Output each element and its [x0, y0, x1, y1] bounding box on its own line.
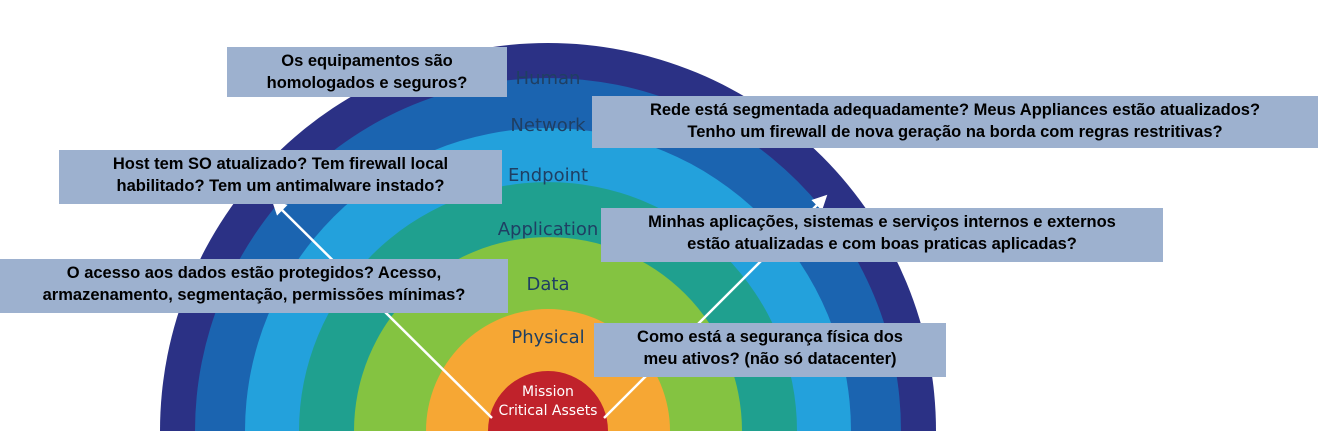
layer-label-human: Human — [516, 68, 581, 89]
callout-application-line2: estão atualizadas e com boas praticas ap… — [687, 235, 1077, 253]
callout-physical-line1: Como está a segurança física dos — [637, 328, 903, 346]
core-label-line2: Critical Assets — [499, 403, 598, 419]
layer-label-endpoint: Endpoint — [508, 165, 588, 186]
callout-human: Os equipamentos são homologados e seguro… — [227, 47, 507, 97]
layer-label-physical: Physical — [511, 327, 584, 348]
layer-label-application: Application — [498, 219, 599, 240]
callout-human-line2: homologados e seguros? — [266, 74, 468, 92]
callout-application-line1: Minhas aplicações, sistemas e serviços i… — [648, 213, 1116, 231]
callout-endpoint-line1: Host tem SO atualizado? Tem firewall loc… — [112, 155, 449, 173]
layer-core-mission-critical-assets — [488, 371, 608, 431]
callout-physical-line2: meu ativos? (não só datacenter) — [643, 350, 897, 368]
callout-network-line1: Rede está segmentada adequadamente? Meus… — [649, 101, 1261, 119]
callout-data-line1: O acesso aos dados estão protegidos? Ace… — [66, 264, 442, 282]
callout-endpoint: Host tem SO atualizado? Tem firewall loc… — [59, 150, 502, 204]
callout-network: Rede está segmentada adequadamente? Meus… — [592, 96, 1318, 148]
core-label-line1: Mission — [522, 384, 574, 400]
layer-label-data: Data — [527, 274, 570, 295]
callout-physical: Como está a segurança física dos meu ati… — [594, 323, 946, 377]
callout-human-line1: Os equipamentos são — [281, 52, 453, 70]
callout-application: Minhas aplicações, sistemas e serviços i… — [601, 208, 1163, 262]
callout-data: O acesso aos dados estão protegidos? Ace… — [0, 259, 508, 313]
callout-network-line2: Tenho um firewall de nova geração na bor… — [687, 123, 1223, 141]
callout-endpoint-line2: habilitado? Tem um antimalware instado? — [116, 177, 445, 195]
layer-label-network: Network — [510, 115, 586, 136]
callout-data-line2: armazenamento, segmentação, permissões m… — [42, 286, 466, 304]
